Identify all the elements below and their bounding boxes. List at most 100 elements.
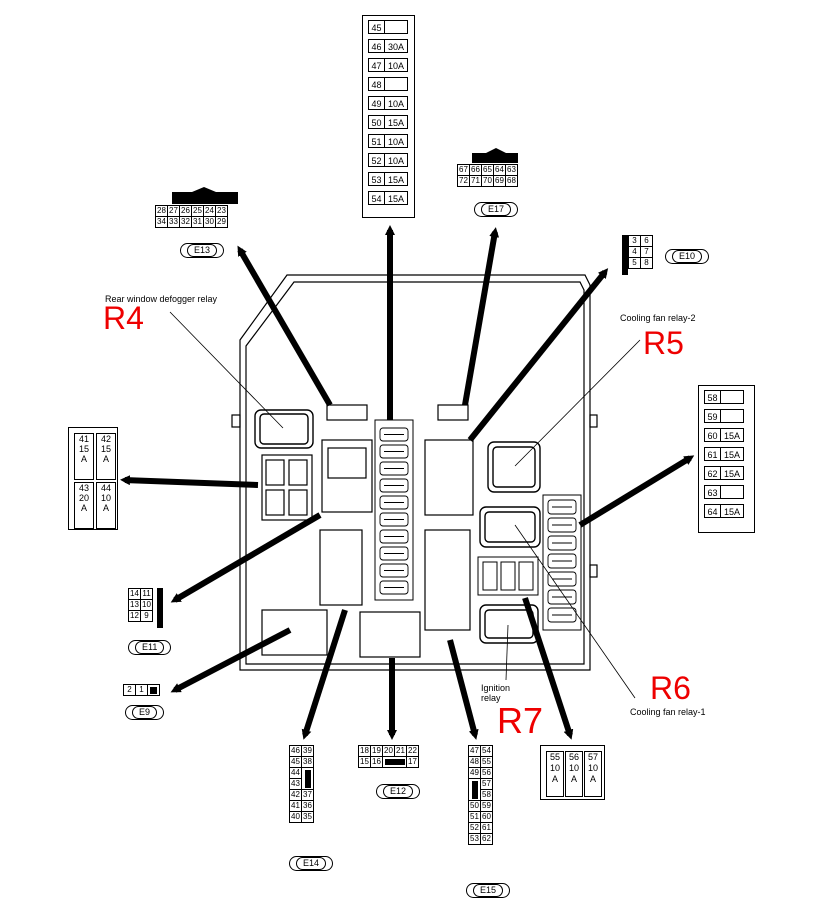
e14-pin: 46: [289, 745, 302, 757]
fuse-amperage: 15A: [720, 447, 744, 461]
fuse-number: 62: [704, 466, 720, 480]
e13-pin: 25: [191, 205, 204, 217]
e13-pin: 24: [203, 205, 216, 217]
r6-note: Cooling fan relay-1: [630, 707, 706, 717]
e13-pin: 23: [215, 205, 228, 217]
e14-pin: 43: [289, 778, 302, 790]
e13-pin: 28: [155, 205, 168, 217]
fuse-amperage: 10A: [384, 58, 408, 72]
fuse-box-housing: [231, 274, 598, 671]
e17-pin: 69: [493, 175, 506, 187]
fuse-amperage: 10A: [384, 96, 408, 110]
fuse-grid-left: 41 15 A 42 15 A 43 20 A 44 10 A: [68, 427, 118, 530]
e13-pin: 32: [179, 216, 192, 228]
e11-latch: [157, 588, 163, 628]
fuse-56-num: 56: [568, 752, 579, 762]
e11-pin: 10: [140, 599, 153, 611]
e14-pin: 35: [301, 811, 314, 823]
e12-pin: 19: [370, 745, 383, 757]
fuse-row: 48: [368, 77, 409, 91]
fuse-row: 59: [704, 409, 749, 423]
fuse-amperage: 30A: [384, 39, 408, 53]
e15-latch: [468, 778, 481, 801]
e10-pin: 7: [640, 246, 653, 258]
r6-id: R6: [650, 670, 691, 706]
fuse-amperage: [720, 390, 744, 404]
e17-pin: 68: [505, 175, 518, 187]
fuse-row: 63: [704, 485, 749, 499]
e17-pin: 71: [469, 175, 482, 187]
e13-pin: 30: [203, 216, 216, 228]
fuse-number: 53: [368, 172, 384, 186]
fuse-number: 54: [368, 191, 384, 205]
e15-label: E15: [466, 883, 511, 898]
e14-pin: 44: [289, 767, 302, 779]
e9-label: E9: [125, 705, 165, 720]
e12-label: E12: [376, 784, 421, 799]
fuse-amperage: [720, 409, 744, 423]
fuse-number: 51: [368, 134, 384, 148]
fuse-number: 60: [704, 428, 720, 442]
e15-pin: 60: [480, 811, 493, 823]
e11-pin: 14: [128, 588, 141, 600]
e14-pin: 39: [301, 745, 314, 757]
fuse-44-num: 44: [100, 483, 111, 493]
fuse-amperage: 15A: [720, 504, 744, 518]
e14-pin: 45: [289, 756, 302, 768]
fuse-number: 63: [704, 485, 720, 499]
r5-note: Cooling fan relay-2: [620, 313, 696, 323]
e14-label: E14: [289, 856, 334, 871]
left-fuse-block: [261, 454, 313, 521]
e13-pin: 31: [191, 216, 204, 228]
e12-pin: 16: [370, 756, 383, 768]
e15-pin: 54: [480, 745, 493, 757]
r4-id: R4: [103, 300, 144, 336]
e13-pin: 33: [167, 216, 180, 228]
e12-pin: 17: [406, 756, 419, 768]
e11-label: E11: [128, 640, 172, 655]
fuse-43-amp: 20 A: [78, 493, 89, 513]
e9-pin: 1: [135, 684, 148, 696]
e14-latch: [301, 767, 314, 790]
center-fuse-slots: [379, 427, 409, 595]
e14-pin: 37: [301, 789, 314, 801]
e12-pin: 20: [382, 745, 395, 757]
e17-pin: 72: [457, 175, 470, 187]
r7-id: R7: [497, 700, 544, 741]
fuse-41-amp: 15 A: [78, 444, 89, 464]
fuse-number: 49: [368, 96, 384, 110]
e10-latch: [622, 235, 628, 275]
e10-pin: 3: [628, 235, 641, 247]
fuse-number: 45: [368, 20, 384, 34]
fuse-number: 61: [704, 447, 720, 461]
fuse-number: 46: [368, 39, 384, 53]
e15-pin: 57: [480, 778, 493, 790]
fuse-number: 58: [704, 390, 720, 404]
e12-pin: 18: [358, 745, 371, 757]
e17-pin: 66: [469, 164, 482, 176]
e15-pin: 62: [480, 833, 493, 845]
e13-pin: 29: [215, 216, 228, 228]
e11-pin: 13: [128, 599, 141, 611]
e9-latch: [147, 684, 160, 696]
e13-latch: [172, 187, 238, 204]
e11-pin: 9: [140, 610, 153, 622]
fuse-57-amp: 10 A: [587, 763, 598, 784]
fuse-amperage: 10A: [384, 153, 408, 167]
e13-label: E13: [180, 243, 225, 258]
e15-pin: 50: [468, 800, 481, 812]
e14-pin: 36: [301, 800, 314, 812]
e13-pin: 26: [179, 205, 192, 217]
